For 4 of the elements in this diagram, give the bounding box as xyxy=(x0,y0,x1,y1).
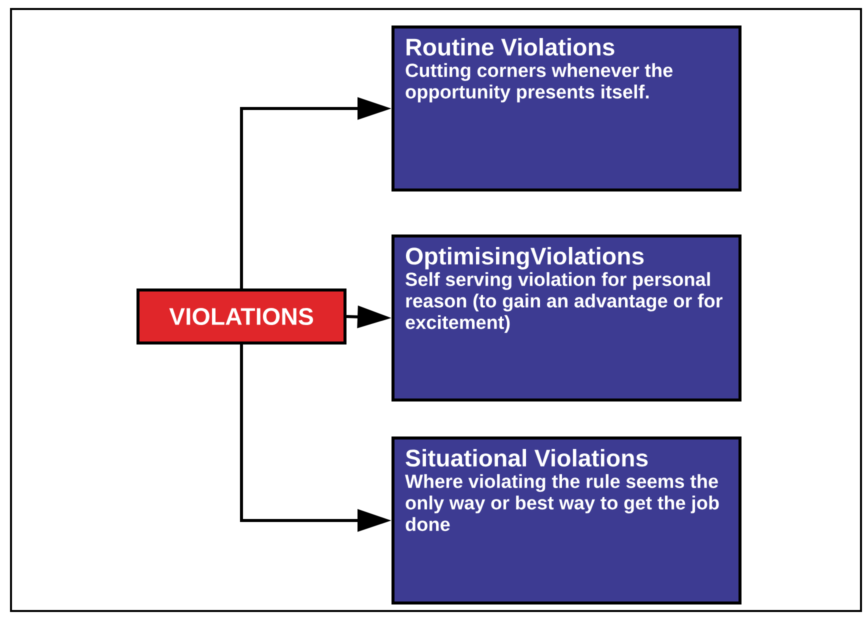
violation-box: Routine Violations Cutting corners whenever the opportunity presents itself. xyxy=(392,25,742,192)
category-box: VIOLATIONS xyxy=(136,288,346,344)
violation-box: Situational Violations Where violating the rule seems the only way or best way to get the job done xyxy=(392,436,742,604)
violation-box: OptimisingViolations Self serving violation for personal reason (to gain an advantage or for excitement) xyxy=(392,234,742,402)
